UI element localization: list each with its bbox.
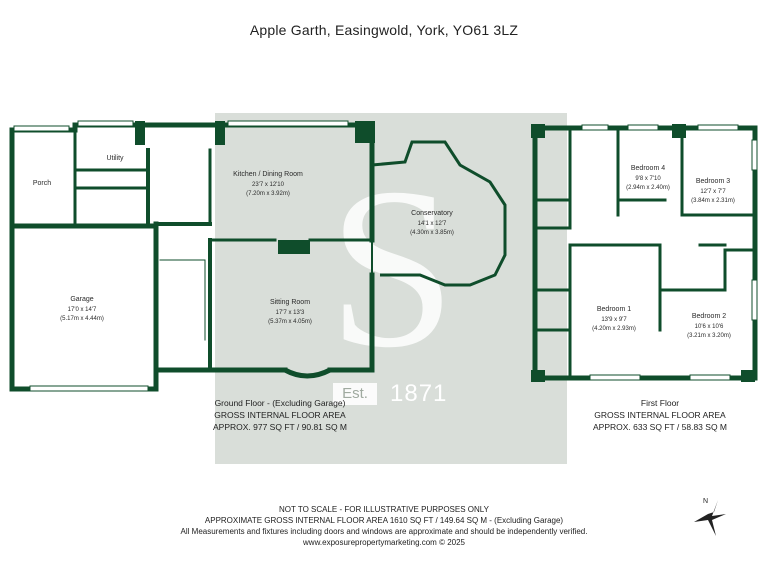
porch-label: Porch [33, 180, 51, 187]
ground-floor-area: APPROX. 977 SQ FT / 90.81 SQ M [212, 422, 347, 432]
bedroom3-imperial: 12'7 x 7'7 [700, 189, 726, 195]
garage-name: Garage [70, 296, 93, 303]
bedroom2-imperial: 10'6 x 10'6 [695, 324, 724, 330]
sitting-name: Sitting Room [270, 299, 310, 306]
footer-line-3: All Measurements and fixtures including … [180, 527, 588, 536]
bedroom2-metric: (3.21m x 3.20m) [687, 333, 731, 339]
watermark-est: Est. [333, 383, 377, 405]
ground-floor-label: Ground Floor - (Excluding Garage) [214, 398, 346, 408]
bedroom3-metric: (3.84m x 2.31m) [691, 198, 735, 204]
ground-floor-area-title: GROSS INTERNAL FLOOR AREA [214, 410, 346, 420]
kitchen-name: Kitchen / Dining Room [233, 171, 303, 178]
first-floor-area-title: GROSS INTERNAL FLOOR AREA [594, 410, 726, 420]
conservatory-name: Conservatory [411, 210, 453, 217]
first-windows [581, 124, 758, 381]
footer-line-4: www.exposurepropertymarketing.com © 2025 [303, 538, 465, 547]
watermark-letter: S [328, 140, 456, 395]
bedroom1-imperial: 13'9 x 9'7 [601, 317, 627, 323]
garage-imperial: 17'0 x 14'7 [68, 307, 97, 313]
first-floor-summary: First Floor GROSS INTERNAL FLOOR AREA AP… [560, 397, 760, 433]
kitchen-imperial: 23'7 x 12'10 [252, 182, 285, 188]
bedroom1-metric: (4.20m x 2.93m) [592, 326, 636, 332]
sitting-imperial: 17'7 x 13'3 [276, 310, 305, 316]
chimney-breast [278, 240, 310, 254]
bedroom4-name: Bedroom 4 [631, 165, 665, 172]
bedroom1-name: Bedroom 1 [597, 306, 631, 313]
watermark-year: 1871 [390, 380, 448, 407]
page-title: Apple Garth, Easingwold, York, YO61 3LZ [249, 22, 519, 38]
wall-blocks [135, 121, 375, 145]
sitting-bay [283, 367, 332, 379]
ground-floor-walls [9, 122, 375, 392]
bedroom3-name: Bedroom 3 [696, 178, 730, 185]
ground-windows [13, 120, 349, 392]
compass-icon: N [694, 498, 726, 536]
conservatory-walls [371, 140, 507, 287]
sitting-metric: (5.37m x 4.05m) [268, 319, 312, 325]
ground-floor-summary: Ground Floor - (Excluding Garage) GROSS … [160, 397, 400, 433]
bedroom4-metric: (2.94m x 2.40m) [626, 185, 670, 191]
first-floor-blocks [531, 124, 755, 382]
utility-label: Utility [106, 155, 124, 162]
footer-line-2: APPROXIMATE GROSS INTERNAL FLOOR AREA 16… [204, 516, 564, 525]
kitchen-metric: (7.20m x 3.92m) [246, 191, 290, 197]
bedroom4-imperial: 9'8 x 7'10 [635, 176, 661, 182]
first-floor-label: First Floor [640, 398, 680, 408]
conservatory-imperial: 14'1 x 12'7 [418, 221, 447, 227]
watermark-panel [215, 113, 567, 464]
compass-north-label: N [703, 498, 708, 505]
conservatory-metric: (4.30m x 3.85m) [410, 230, 454, 236]
garage-metric: (5.17m x 4.44m) [60, 316, 104, 322]
bedroom2-name: Bedroom 2 [692, 313, 726, 320]
footer-line-1: NOT TO SCALE - FOR ILLUSTRATIVE PURPOSES… [279, 505, 489, 514]
footer-disclaimer: NOT TO SCALE - FOR ILLUSTRATIVE PURPOSES… [0, 504, 768, 548]
first-floor-area: APPROX. 633 SQ FT / 58.83 SQ M [592, 422, 727, 432]
